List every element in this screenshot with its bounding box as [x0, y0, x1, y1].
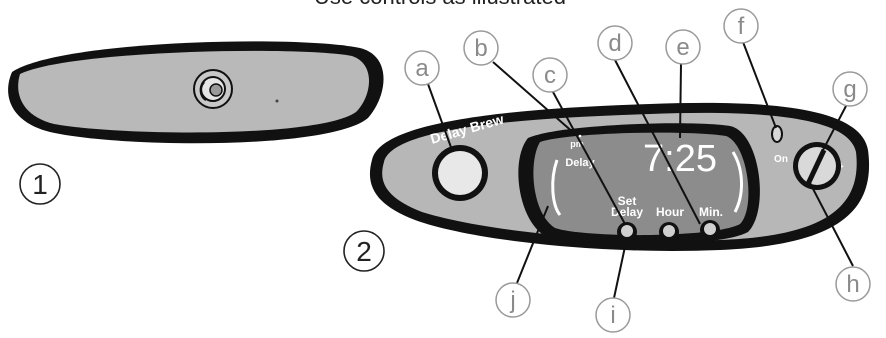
hour-button[interactable] [659, 222, 679, 242]
on-off-switch[interactable] [793, 142, 841, 190]
display-screen [533, 132, 749, 236]
leader-d [614, 59, 701, 225]
svg-text:b: b [474, 35, 487, 62]
step-2-number: 2 [356, 236, 372, 267]
clock-time: 7:25 [643, 138, 717, 180]
leader-g [821, 105, 847, 153]
set-delay-button[interactable] [617, 222, 637, 242]
callout-f: f [723, 8, 759, 44]
top-plate-dot [275, 99, 279, 103]
leader-e [679, 63, 682, 139]
header-text: Use controls as illustrated [314, 0, 566, 9]
svg-text:c: c [544, 62, 556, 89]
min-label: Min. [699, 205, 723, 219]
svg-text:h: h [846, 271, 859, 298]
callout-e: e [665, 29, 701, 65]
callout-h: h [835, 266, 871, 302]
callout-c: c [532, 57, 568, 93]
delay-indicator-label: Delay [565, 157, 595, 169]
svg-text:i: i [610, 302, 615, 329]
callout-j: j [495, 282, 531, 318]
on-label: On [774, 154, 788, 165]
pm-label: pm [570, 139, 584, 149]
step-1-number: 1 [32, 169, 48, 200]
display-highlight-right [731, 151, 743, 213]
leader-i [613, 241, 627, 299]
svg-text:a: a [415, 55, 429, 82]
hour-label: Hour [656, 205, 684, 219]
leader-c [552, 91, 626, 225]
svg-text:d: d [608, 30, 621, 57]
svg-text:g: g [843, 76, 856, 103]
min-button[interactable] [700, 220, 720, 240]
leader-a [427, 83, 453, 151]
callout-i: i [595, 297, 631, 333]
callout-b: b [463, 30, 499, 66]
top-plate-knob[interactable] [193, 69, 233, 109]
callout-d: d [597, 25, 633, 61]
leader-h [809, 182, 854, 267]
figure-1-top-plate [8, 41, 384, 144]
callout-g: g [832, 71, 868, 107]
leader-j [516, 205, 549, 284]
svg-text:e: e [676, 34, 689, 61]
power-indicator-light [771, 125, 783, 143]
leader-b [492, 61, 576, 135]
svg-text:f: f [738, 13, 745, 40]
set-label: Set [618, 194, 637, 208]
leader-f [742, 41, 777, 129]
step-1-circle [19, 163, 61, 205]
leader-lines [427, 41, 854, 299]
step-2-circle [343, 230, 385, 272]
set-delay-label: Delay [611, 205, 643, 219]
figure-2-control-panel: Delay Brew pm Delay 7:25 Set Delay Hour … [369, 102, 870, 251]
pm-indicator-dot [578, 134, 582, 138]
display-highlight-left [551, 159, 562, 216]
delay-brew-button[interactable] [432, 145, 488, 201]
callout-a: a [404, 50, 440, 86]
svg-text:j: j [509, 287, 515, 314]
